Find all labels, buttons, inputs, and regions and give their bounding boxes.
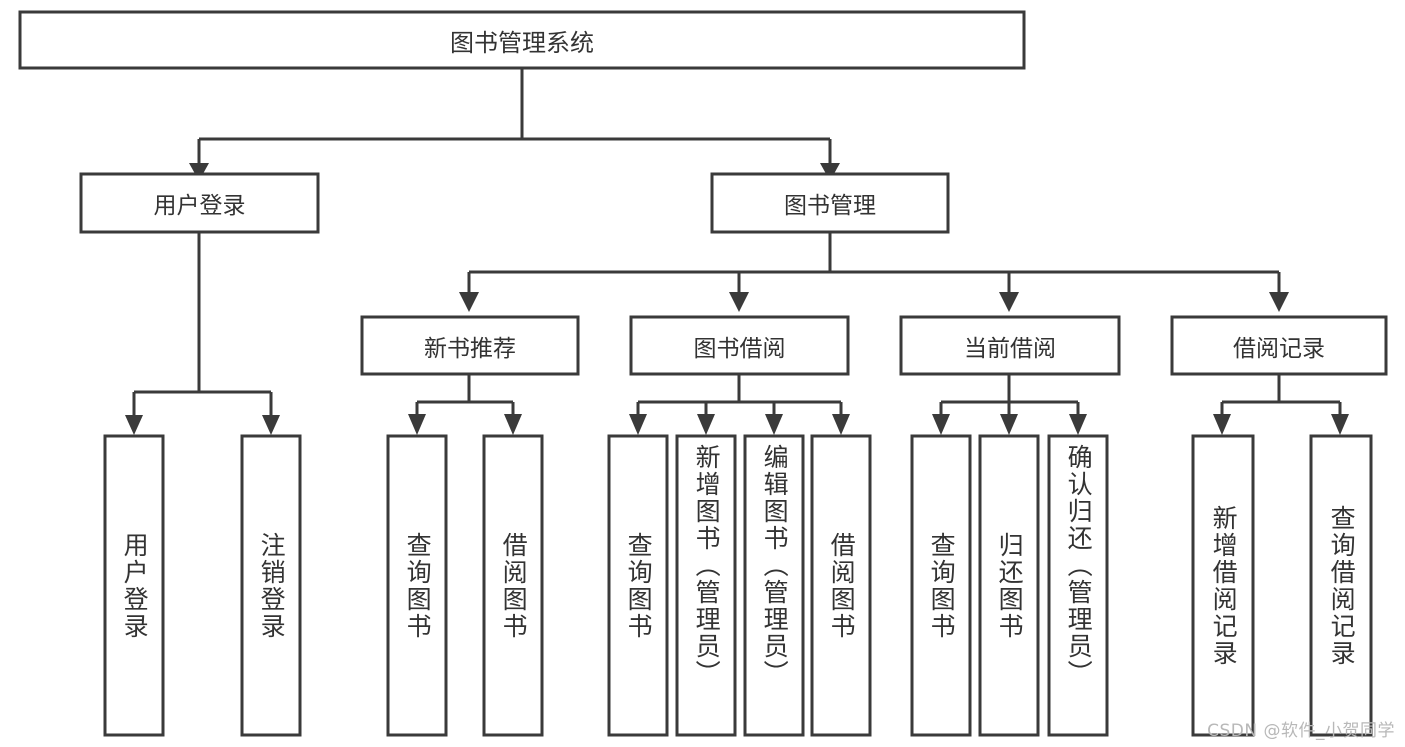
arrow-head-to-new-book <box>459 292 479 312</box>
node-box-current-borrow[interactable] <box>899 315 1121 376</box>
arrow-head-bb-leaf-2 <box>697 414 715 435</box>
node-box-leaf-nb-query[interactable] <box>386 434 448 737</box>
node-box-leaf-user-login[interactable] <box>103 434 165 737</box>
arrow-head-to-user-login <box>189 163 209 181</box>
arrow-head-to-leaf-logout <box>262 415 280 435</box>
arrow-head-br-leaf-1 <box>1213 414 1231 435</box>
arrow-head-to-book-borrow <box>729 292 749 312</box>
connector-borrow-record-bus <box>1220 374 1342 418</box>
node-box-borrow-record[interactable] <box>1170 315 1388 376</box>
node-box-book-management[interactable] <box>710 172 950 234</box>
arrow-head-bb-leaf-3 <box>765 414 783 435</box>
arrow-head-nb-leaf-1 <box>408 414 426 435</box>
node-box-book-borrow[interactable] <box>629 315 850 376</box>
arrow-head-to-borrow-record <box>1269 292 1289 312</box>
arrow-head-br-leaf-2 <box>1331 414 1349 435</box>
arrow-head-bb-leaf-4 <box>832 414 850 435</box>
node-box-leaf-bb-edit[interactable] <box>743 434 805 737</box>
node-box-leaf-cb-return[interactable] <box>978 434 1040 737</box>
node-box-leaf-bb-query[interactable] <box>607 434 669 737</box>
connector-current-borrow-bus <box>939 374 1080 418</box>
csdn-watermark: CSDN @软件_小贺同学 <box>1207 721 1395 741</box>
arrow-head-cb-leaf-1 <box>932 414 950 435</box>
arrow-head-nb-leaf-2 <box>504 414 522 435</box>
node-box-leaf-br-add[interactable] <box>1191 434 1255 737</box>
node-box-root[interactable] <box>18 10 1026 70</box>
connector-book-mgmt-bus <box>467 232 1281 295</box>
arrow-head-bb-leaf-1 <box>629 414 647 435</box>
arrow-head-to-leaf-user-login <box>125 415 143 435</box>
arrow-head-cb-leaf-2 <box>1000 414 1018 435</box>
connector-book-borrow-bus <box>636 374 843 418</box>
node-box-leaf-logout[interactable] <box>240 434 302 737</box>
node-box-leaf-cb-query[interactable] <box>910 434 972 737</box>
node-box-new-book-recommend[interactable] <box>360 315 580 376</box>
node-box-leaf-bb-borrow[interactable] <box>810 434 872 737</box>
connector-user-login-bus <box>132 232 273 418</box>
node-box-leaf-nb-borrow[interactable] <box>482 434 544 737</box>
node-box-user-login[interactable] <box>79 172 320 234</box>
arrow-head-to-current-borrow <box>999 292 1019 312</box>
connector-root-bus <box>197 68 832 165</box>
arrow-head-to-book-mgmt <box>820 163 840 181</box>
node-box-leaf-cb-confirm[interactable] <box>1047 434 1109 737</box>
node-box-leaf-br-query[interactable] <box>1309 434 1373 737</box>
connector-new-book-bus <box>415 374 515 418</box>
node-box-leaf-bb-add[interactable] <box>675 434 737 737</box>
arrow-head-cb-leaf-3 <box>1069 414 1087 435</box>
